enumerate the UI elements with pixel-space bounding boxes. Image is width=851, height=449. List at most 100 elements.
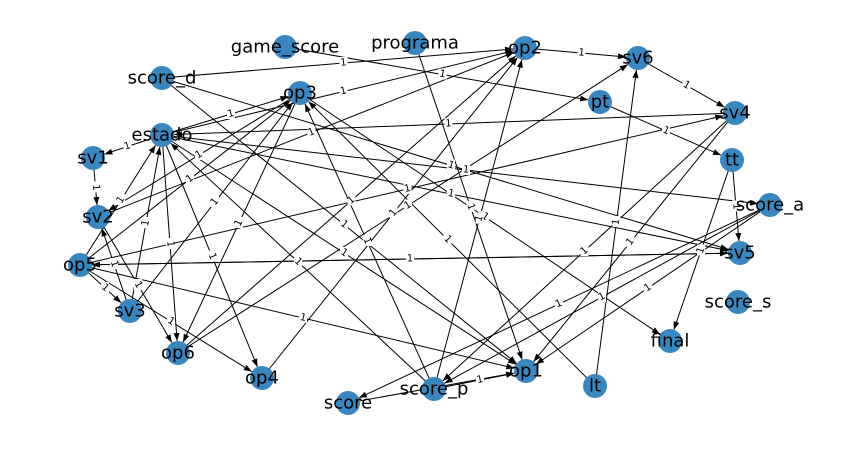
edge-label-background [195,149,203,160]
edge-weight-label: 1 [476,374,484,386]
edge-label-background [347,194,356,206]
edge-label-background [389,207,398,218]
node-sv3 [118,299,142,323]
node-programa [403,31,427,55]
edge-label-background [475,212,484,224]
edge-arrowhead [505,371,515,378]
edge-sv4-estado [173,112,736,136]
edge-op3-sv2 [107,92,301,212]
edge-label-background [208,250,216,262]
node-score_d [150,66,174,90]
edge-weight-label: 1 [340,57,347,68]
node-label-final: final [651,331,690,352]
node-label-sv2: sv2 [82,207,113,228]
node-label-op1: op1 [509,361,543,382]
edge-op5-sv5 [79,252,729,266]
node-score_p [422,377,446,401]
edge-weight-label: 1 [132,279,145,290]
edge-arrowhead [632,69,639,79]
node-label-lt: lt [589,376,601,397]
edge-weight-label: 1 [299,312,308,324]
edge-arrowhead [251,358,258,367]
edge-weight-label: 1 [108,259,120,269]
edge-estado-op2 [161,50,514,136]
edge-arrowhead [735,232,742,242]
edge-arrowhead [170,143,179,151]
edge-arrowhead [516,59,523,69]
edge-arrowhead [714,114,724,121]
node-op2 [513,36,537,60]
edge-weight-label: 1 [361,236,374,246]
node-op5 [68,253,92,277]
edge-weight-label: 1 [473,214,485,223]
edge-arrowhead [173,332,180,342]
node-op4 [250,366,274,390]
edge-label-background [186,173,194,184]
edge-label-background [555,298,563,309]
edge-estado-sv5 [161,134,729,252]
edge-arrowhead [279,95,289,102]
edge-arrowhead [358,391,368,398]
edge-label-background [134,279,142,290]
edge-label-background [612,216,621,227]
edge-sv3-sv2 [101,228,131,312]
edge-weight-label: 1 [206,251,219,261]
edge-arrowhead [716,100,725,108]
node-label-score: score [324,393,372,414]
edge-weight-label: 1 [226,108,235,120]
edge-weight-label: 1 [140,219,152,227]
edge-sv6-sv4 [637,57,725,108]
edge-label-background [339,57,348,68]
edge-label-background [462,164,470,175]
edge-arrowhead [673,321,680,330]
edge-arrowhead [617,53,627,60]
node-pt [588,90,612,114]
node-op6 [166,341,190,365]
edge-label-background [404,199,412,211]
edge-arrowhead [749,199,759,206]
edge-label-background [339,85,348,97]
edge-label-background [340,247,348,258]
node-label-score_s: score_s [705,292,772,313]
edge-arrowhead [165,334,172,343]
edge-estado-op3 [161,96,289,136]
edge-weight-label: 1 [681,79,692,92]
edge-weight-label: 1 [445,118,452,129]
edge-label-background [466,201,475,212]
edge-weight-label: 1 [403,183,412,195]
node-label-op5: op5 [63,255,97,276]
node-score_a [758,193,782,217]
edge-arrowhead [243,364,252,372]
edge-label-background [227,108,235,119]
edge-score_d-op2 [161,48,514,79]
edge-arrowhead [93,196,100,206]
edge-weight-label: 1 [338,218,350,231]
edge-weight-label: 1 [402,199,413,212]
edge-label-background [340,218,348,230]
edge-op6-sv6 [177,64,629,354]
node-op1 [514,359,538,383]
edge-label-background [697,244,705,256]
node-sv1 [81,146,105,170]
edge-label-background [481,211,489,222]
edge-label-background [142,217,150,228]
node-label-programa: programa [371,33,459,54]
node-op3 [288,81,312,105]
edge-weight-label: 1 [578,47,585,59]
node-label-op6: op6 [161,343,195,364]
edge-estado-score_a [161,134,759,205]
node-label-score_p: score_p [400,379,469,400]
edge-arrowhead [579,95,589,102]
edge-label-background [167,315,175,327]
node-estado [150,123,174,147]
edge-label-background [447,159,455,171]
edge-score_p-estado [170,142,435,390]
node-sv6 [626,46,650,70]
edge-label-background [598,291,606,302]
edge-arrowhead [719,246,729,252]
edge-weight-label: 1 [165,315,176,328]
edge-weight-label: 1 [233,218,246,228]
edge-label-background [626,236,635,247]
edge-label-background [123,140,132,152]
